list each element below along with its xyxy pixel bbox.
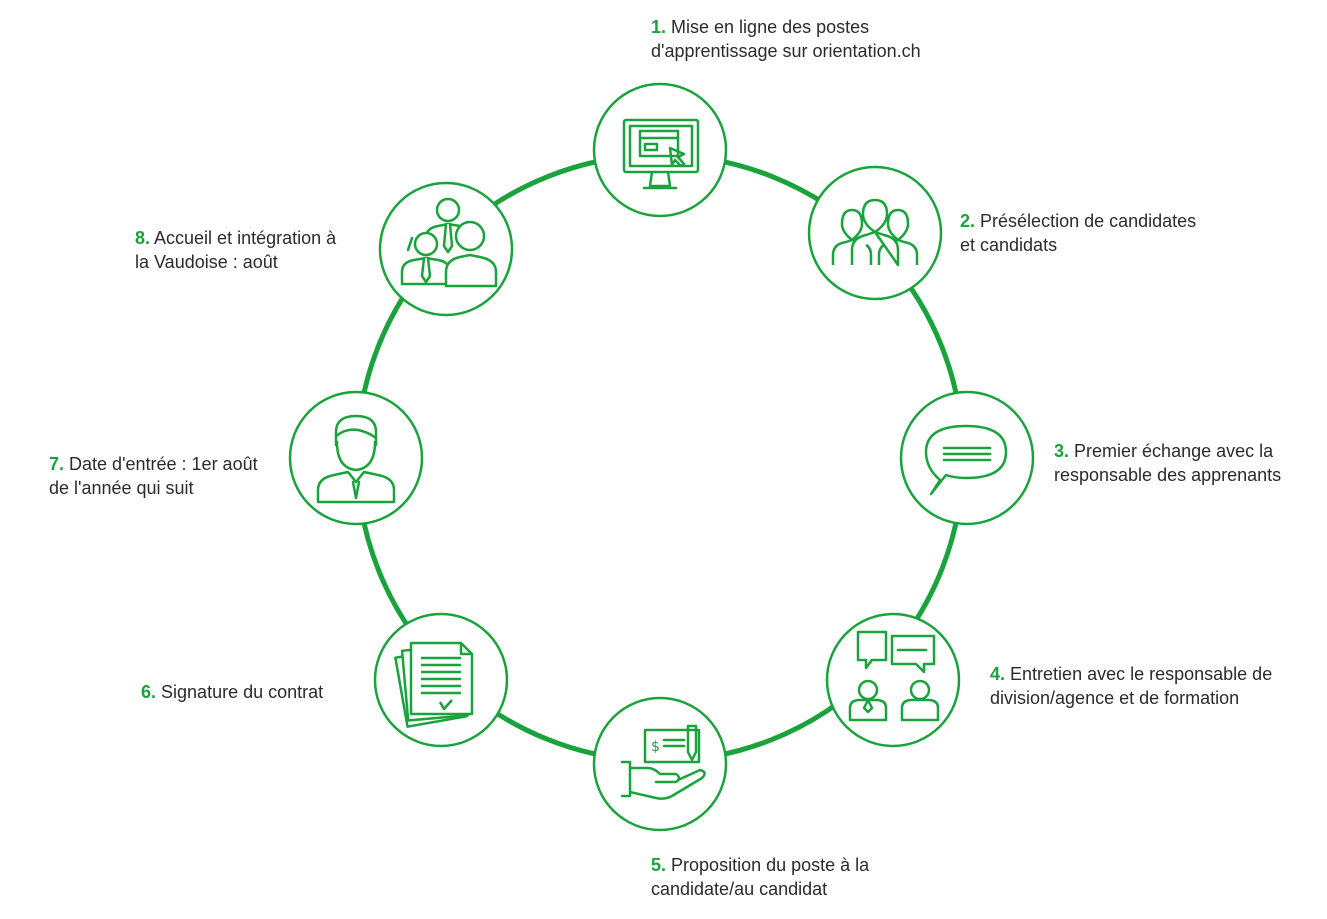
step-8-label: 8. Accueil et intégration à la Vaudoise … bbox=[135, 226, 336, 274]
step-6-text-line1: Signature du contrat bbox=[161, 682, 324, 702]
step-5-number: 5. bbox=[651, 855, 667, 875]
step-7-label: 7. Date d'entrée : 1er août de l'année q… bbox=[49, 452, 258, 500]
step-4-label: 4. Entretien avec le responsable de divi… bbox=[990, 662, 1272, 710]
step-1-number: 1. bbox=[651, 17, 667, 37]
employee-person-icon bbox=[316, 414, 396, 504]
team-welcome-icon bbox=[400, 197, 498, 288]
step-2-number: 2. bbox=[960, 211, 976, 231]
group-of-people-icon bbox=[831, 198, 919, 267]
step-3-node bbox=[899, 390, 1035, 526]
step-5-node: $ bbox=[592, 696, 728, 832]
step-6-node bbox=[373, 612, 509, 748]
step-3-text-line1: Premier échange avec la bbox=[1074, 441, 1274, 461]
step-1-label: 1. Mise en ligne des postes d'apprentiss… bbox=[651, 15, 921, 63]
step-4-text-line1: Entretien avec le responsable de bbox=[1010, 664, 1273, 684]
step-7-text-line2: de l'année qui suit bbox=[49, 478, 194, 498]
step-5-label: 5. Proposition du poste à la candidate/a… bbox=[651, 853, 869, 901]
step-2-node bbox=[807, 165, 943, 301]
step-1-node bbox=[592, 82, 728, 218]
step-4-number: 4. bbox=[990, 664, 1006, 684]
step-7-text-line1: Date d'entrée : 1er août bbox=[69, 454, 258, 474]
interview-conversation-icon bbox=[848, 630, 940, 722]
step-7-number: 7. bbox=[49, 454, 65, 474]
contract-documents-icon bbox=[394, 641, 474, 728]
step-6-number: 6. bbox=[141, 682, 157, 702]
step-5-text-line2: candidate/au candidat bbox=[651, 879, 828, 899]
step-4-text-line2: division/agence et de formation bbox=[990, 688, 1240, 708]
step-3-text-line2: responsable des apprenants bbox=[1054, 465, 1282, 485]
step-3-label: 3. Premier échange avec la responsable d… bbox=[1054, 439, 1281, 487]
step-2-label: 2. Présélection de candidates et candida… bbox=[960, 209, 1196, 257]
svg-text:$: $ bbox=[651, 739, 660, 755]
step-5-text-line1: Proposition du poste à la bbox=[671, 855, 870, 875]
step-3-number: 3. bbox=[1054, 441, 1070, 461]
step-8-text-line1: Accueil et intégration à bbox=[154, 228, 337, 248]
step-2-text-line2: et candidats bbox=[960, 235, 1058, 255]
step-6-label: 6. Signature du contrat bbox=[141, 680, 323, 704]
computer-screen-icon bbox=[622, 118, 700, 190]
hand-with-check-icon: $ bbox=[620, 724, 706, 800]
step-1-text-line2: d'apprentissage sur orientation.ch bbox=[651, 41, 921, 61]
step-4-node bbox=[825, 612, 961, 748]
step-7-node bbox=[288, 390, 424, 526]
step-8-node bbox=[378, 181, 514, 317]
step-8-number: 8. bbox=[135, 228, 151, 248]
step-2-text-line1: Présélection de candidates bbox=[980, 211, 1197, 231]
step-1-text-line1: Mise en ligne des postes bbox=[671, 17, 870, 37]
step-8-text-line2: la Vaudoise : août bbox=[135, 252, 278, 272]
speech-bubble-icon bbox=[924, 424, 1008, 496]
